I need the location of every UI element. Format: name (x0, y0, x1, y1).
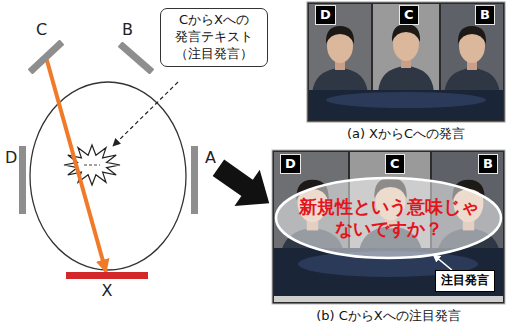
screen-bar: D (19, 146, 26, 214)
speech-text: 新規性という意味じゃないですか？ (296, 196, 481, 241)
participant-tag: C (399, 5, 419, 25)
leader-line (113, 82, 178, 146)
participant-letter: C (390, 156, 400, 172)
screenshot-image (378, 24, 434, 92)
screenshot-image (326, 92, 486, 108)
screen-bar-shape (118, 42, 154, 74)
screen-bar: C (28, 40, 64, 74)
big-arrow (206, 150, 282, 222)
callout-box: CからXへの 発言テキスト （注目発言） (160, 8, 268, 67)
speech-ellipse-shape (276, 178, 501, 258)
big-arrow (206, 150, 282, 222)
seat-letter: A (205, 148, 216, 167)
seat-letter: C (36, 20, 47, 39)
participant-tag: D (315, 5, 336, 25)
participant-letter: B (483, 156, 493, 172)
screenshot-image (272, 150, 505, 304)
note-box: 注目発言 (435, 270, 495, 292)
figure-caption: (b) CからXへの注目発言 (272, 307, 505, 325)
screenshot-frame: DCB新規性という意味じゃないですか？注目発言(b) CからXへの注目発言 (272, 150, 505, 304)
table-outline (30, 82, 186, 270)
screen-bar-shape (28, 40, 64, 74)
seat-letter: D (5, 148, 17, 167)
screenshot-image (307, 2, 505, 122)
speech-arrow (46, 57, 106, 272)
figure-caption: (a) XからCへの発言 (307, 125, 505, 143)
participant-tag: B (478, 154, 498, 174)
participant-tag: C (385, 154, 405, 174)
participant-tag: B (475, 5, 495, 25)
screen-bar-shape (120, 44, 152, 72)
screen-bar: X (66, 272, 148, 279)
participant-letter: C (404, 7, 414, 23)
participant-letter: B (480, 7, 490, 23)
seat-letter: B (122, 20, 133, 39)
screenshot-image (307, 2, 505, 122)
screenshot-image (312, 26, 368, 94)
screenshot-image (274, 296, 503, 302)
note-text: 注目発言 (441, 273, 489, 289)
screen-bar-shape (30, 42, 62, 72)
screenshot-image (373, 4, 439, 92)
screenshot-frame: DCB(a) XからCへの発言 (307, 2, 505, 122)
screenshot-image (272, 150, 505, 304)
pointer-arrow (433, 255, 452, 270)
participant-letter: D (320, 7, 331, 23)
participant-tag: D (280, 154, 301, 174)
callout-text: CからXへの 発言テキスト （注目発言） (166, 12, 262, 63)
screenshot-image (309, 90, 503, 120)
screen-bar: B (118, 42, 154, 74)
participant-letter: D (285, 156, 296, 172)
screen-bar: A (191, 146, 198, 214)
burst-dashes (84, 164, 100, 165)
speech-ellipse: 新規性という意味じゃないですか？ (274, 176, 503, 260)
seat-letter: X (66, 281, 148, 300)
screenshot-image (444, 26, 500, 94)
